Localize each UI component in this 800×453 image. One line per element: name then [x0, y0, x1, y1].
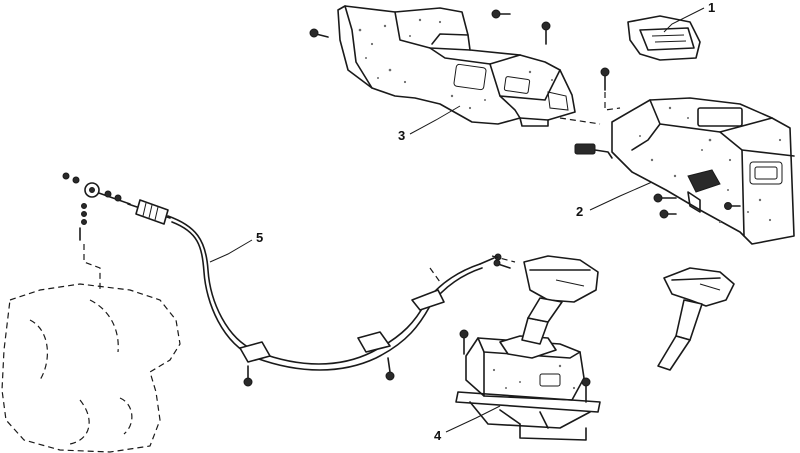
cable-bolt	[243, 365, 253, 387]
console-screw	[600, 67, 610, 91]
console-screw	[309, 28, 329, 38]
callout-3: 3	[398, 105, 461, 143]
alignment-line	[491, 255, 516, 263]
callout-5: 5	[209, 230, 263, 263]
callout-2: 2	[576, 181, 653, 219]
rear-console-section	[337, 5, 576, 127]
console-screw	[491, 9, 511, 19]
washer-stack	[62, 172, 122, 241]
console-screw	[724, 202, 741, 210]
alignment-line	[559, 117, 601, 125]
console-screw	[659, 209, 677, 219]
console-switch	[687, 169, 721, 213]
front-console-section	[574, 97, 795, 245]
callout-label: 3	[398, 128, 405, 143]
leader-line	[209, 239, 253, 263]
callout-label: 4	[434, 428, 442, 443]
leader-line	[445, 405, 501, 433]
leader-line	[409, 105, 461, 135]
shift-lever-knob	[657, 267, 735, 371]
callout-label: 1	[708, 0, 715, 15]
alignment-line	[429, 267, 441, 283]
shifter-assembly	[455, 255, 601, 441]
console-screw	[541, 21, 551, 45]
callout-4: 4	[434, 405, 501, 443]
callout-label: 5	[256, 230, 263, 245]
callout-1: 1	[663, 0, 715, 33]
assembly-screw	[493, 259, 511, 269]
console-trim-piece	[627, 15, 701, 61]
cable-bolt	[385, 357, 395, 381]
callout-label: 2	[576, 204, 583, 219]
shift-cable	[84, 182, 502, 371]
console-screw	[653, 193, 677, 203]
connector	[574, 143, 613, 159]
leader-line	[663, 7, 705, 33]
assembly-screw	[581, 377, 591, 403]
alignment-line	[83, 244, 101, 290]
alignment-line	[604, 92, 621, 111]
assembly-screw	[459, 329, 469, 355]
transmission-housing	[1, 283, 181, 453]
leader-line	[589, 181, 653, 211]
